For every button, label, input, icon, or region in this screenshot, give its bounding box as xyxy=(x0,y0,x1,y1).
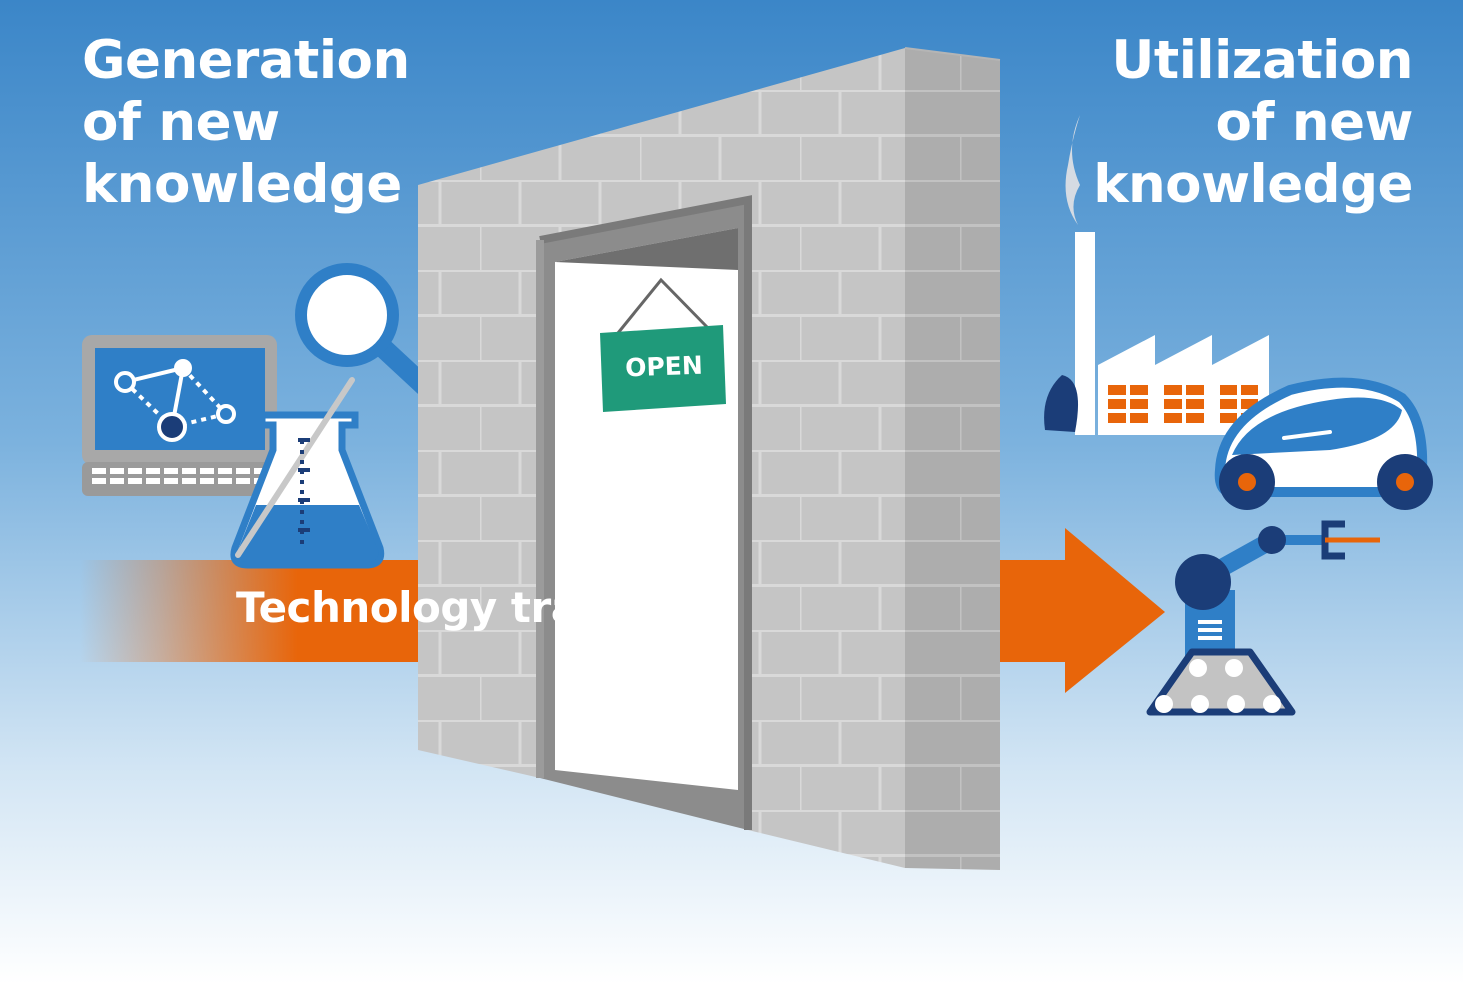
transfer-arrow-head xyxy=(1000,528,1165,693)
electric-car-icon xyxy=(1214,377,1433,510)
generation-line-3: knowledge xyxy=(82,154,402,215)
utilization-line-2: of new xyxy=(1215,92,1413,153)
utilization-heading: Utilization of new knowledge xyxy=(1093,30,1413,216)
technology-transfer-label: Technology transfer xyxy=(236,583,699,632)
generation-line-1: Generation xyxy=(82,30,410,91)
generation-heading: Generation of new knowledge xyxy=(82,30,410,216)
factory-icon xyxy=(1044,115,1269,435)
utilization-line-3: knowledge xyxy=(1093,154,1413,215)
laptop-network-icon xyxy=(82,335,277,496)
open-sign-label: OPEN xyxy=(624,350,704,383)
robot-arm-icon xyxy=(1146,520,1380,716)
utilization-line-1: Utilization xyxy=(1111,30,1413,91)
open-door-icon xyxy=(418,47,1001,870)
generation-line-2: of new xyxy=(82,92,280,153)
lab-flask-icon xyxy=(230,377,385,569)
